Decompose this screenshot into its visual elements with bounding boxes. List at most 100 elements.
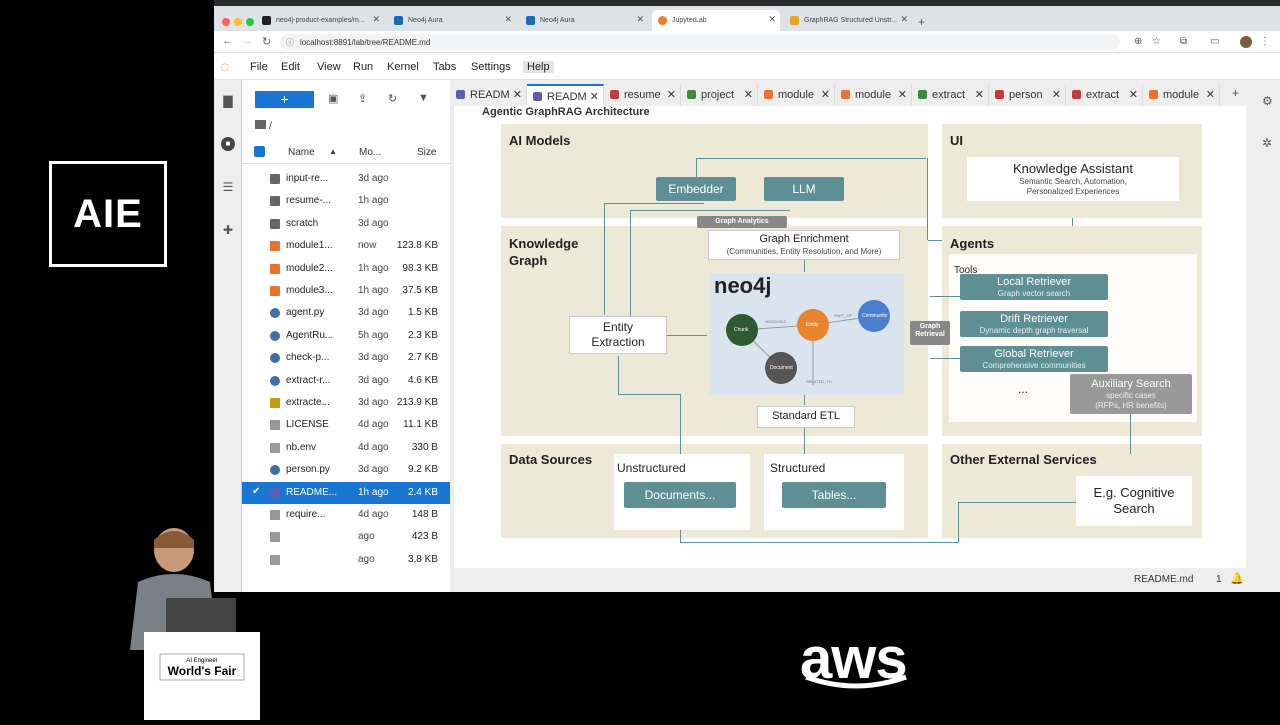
file-modified: 3d ago <box>358 217 389 229</box>
close-tab-icon[interactable]: ✕ <box>512 89 522 101</box>
browser-tab-neo4j-aura-1[interactable]: Neo4j Aura✕ <box>388 10 516 31</box>
new-tab-icon[interactable]: + <box>918 15 926 29</box>
property-inspector-icon[interactable]: ⚙ <box>1262 94 1273 108</box>
document-tab[interactable]: extract✕ <box>912 84 989 106</box>
menu-help[interactable]: Help <box>523 61 554 73</box>
close-tab-icon[interactable]: ✕ <box>666 89 676 101</box>
browser-tab-github[interactable]: neo4j-product-examples/m...✕ <box>256 10 384 31</box>
close-window-icon[interactable] <box>222 18 230 26</box>
document-tab[interactable]: extract✕ <box>1066 84 1143 106</box>
zoom-icon[interactable]: ⊕ <box>1134 36 1143 47</box>
filter-icon[interactable]: ▼ <box>418 92 429 104</box>
debugger-icon[interactable]: ✲ <box>1262 136 1273 150</box>
document-tab[interactable]: project✕ <box>681 84 758 106</box>
running-kernels-icon[interactable]: ■ <box>221 137 235 151</box>
column-modified[interactable]: Mo... <box>359 147 382 158</box>
browser-tab-graphrag[interactable]: GraphRAG Structured Unstr...✕ <box>784 10 912 31</box>
sidebar-toggle-icon[interactable]: ▭ <box>1210 36 1220 47</box>
maximize-window-icon[interactable] <box>246 18 254 26</box>
browser-tab-neo4j-aura-2[interactable]: Neo4j Aura✕ <box>520 10 648 31</box>
more-menu-icon[interactable]: ⋮ <box>1260 36 1270 47</box>
connector <box>630 210 631 316</box>
document-node-label: Document <box>770 365 793 371</box>
menu-edit[interactable]: Edit <box>281 61 300 73</box>
neo4j-logo: neo4j <box>714 273 772 298</box>
menu-file[interactable]: File <box>250 61 268 73</box>
upload-icon[interactable]: ⇪ <box>358 93 368 105</box>
document-tab[interactable]: module✕ <box>1143 84 1220 106</box>
minimize-window-icon[interactable] <box>234 18 242 26</box>
select-all-checkbox[interactable] <box>254 146 265 157</box>
close-tab-icon[interactable]: ✕ <box>636 14 644 24</box>
profile-avatar[interactable] <box>1240 36 1252 48</box>
document-tab[interactable]: module✕ <box>758 84 835 106</box>
document-tab[interactable]: READM✕ <box>450 84 527 106</box>
close-tab-icon[interactable]: ✕ <box>900 14 908 24</box>
browser-tab-jupyterlab[interactable]: JupyterLab✕ <box>652 10 780 31</box>
close-tab-icon[interactable]: ✕ <box>820 89 830 101</box>
close-tab-icon[interactable]: ✕ <box>589 91 599 103</box>
folder-icon[interactable]: ▇ <box>223 94 233 108</box>
file-row[interactable]: resume-...1h ago <box>242 190 450 212</box>
close-tab-icon[interactable]: ✕ <box>1128 89 1138 101</box>
close-tab-icon[interactable]: ✕ <box>504 14 512 24</box>
close-tab-icon[interactable]: ✕ <box>743 89 753 101</box>
auxiliary-search-sub2: (RFPs, HR benefits) <box>1095 400 1167 410</box>
back-icon[interactable]: ← <box>222 35 233 47</box>
close-tab-icon[interactable]: ✕ <box>974 89 984 101</box>
connector <box>630 210 790 211</box>
bell-icon[interactable]: 🔔 <box>1230 573 1244 585</box>
new-folder-icon[interactable]: ▣ <box>328 93 339 105</box>
site-info-icon[interactable]: ⓘ <box>286 38 294 47</box>
menu-tabs[interactable]: Tabs <box>433 61 457 73</box>
close-tab-icon[interactable]: ✕ <box>1205 89 1215 101</box>
close-tab-icon[interactable]: ✕ <box>897 89 907 101</box>
forward-icon[interactable]: → <box>242 35 253 47</box>
podium-line1: AI Engineer <box>186 658 218 664</box>
menu-run[interactable]: Run <box>353 61 374 73</box>
close-tab-icon[interactable]: ✕ <box>372 14 380 24</box>
column-size[interactable]: Size <box>417 147 437 158</box>
extensions-puzzle-icon[interactable]: ✚ <box>222 223 234 237</box>
menu-settings[interactable]: Settings <box>471 61 511 73</box>
menu-view[interactable]: View <box>317 61 341 73</box>
extensions-icon[interactable]: ⧉ <box>1180 36 1188 47</box>
sort-ascending-icon[interactable]: ▲ <box>329 147 337 156</box>
document-tab[interactable]: READM✕ <box>527 84 604 106</box>
new-tab-plus-icon[interactable]: + <box>1232 86 1240 100</box>
refresh-icon[interactable]: ↻ <box>388 93 398 105</box>
reload-icon[interactable]: ↻ <box>262 36 272 48</box>
close-tab-icon[interactable]: ✕ <box>1051 89 1061 101</box>
file-row[interactable]: input-re...3d ago <box>242 168 450 190</box>
table-of-contents-icon[interactable]: ☰ <box>222 180 234 194</box>
document-node <box>765 352 797 384</box>
bookmark-star-icon[interactable]: ☆ <box>1152 36 1161 47</box>
document-tab[interactable]: person✕ <box>989 84 1066 106</box>
new-launcher-button[interactable]: + <box>255 91 314 108</box>
document-tab[interactable]: resume✕ <box>604 84 681 106</box>
document-tab[interactable]: module✕ <box>835 84 912 106</box>
auxiliary-search-sub1: specific cases <box>1106 391 1156 400</box>
breadcrumb[interactable]: / <box>255 120 272 132</box>
menu-kernel[interactable]: Kernel <box>387 61 419 73</box>
column-name[interactable]: Name <box>288 147 315 158</box>
close-tab-icon[interactable]: ✕ <box>768 14 776 24</box>
selected-check-icon[interactable]: ✔ <box>252 485 261 497</box>
